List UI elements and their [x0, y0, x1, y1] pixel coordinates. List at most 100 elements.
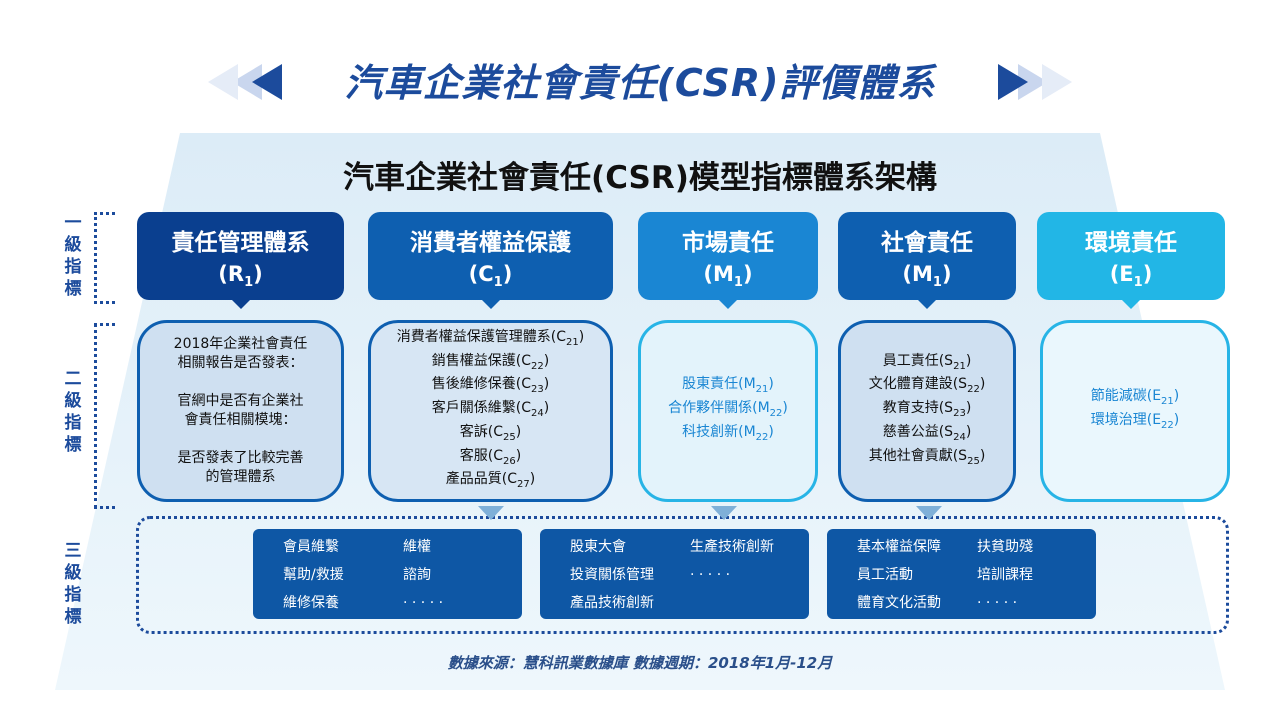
level1-code: (E1)	[1109, 262, 1153, 291]
level3-item: 維權	[403, 539, 431, 555]
level2-item: 售後維修保養(C23)	[431, 376, 550, 396]
level2-item: 是否發表了比較完善	[177, 450, 304, 466]
level2-item-sub: 22	[1161, 419, 1174, 431]
level3-box: 會員維繫維權幫助/救援諮詢維修保養· · · · ·	[253, 529, 522, 619]
level2-box: 消費者權益保護管理體系(C21) 銷售權益保護(C22) 售後維修保養(C23) 客戶…	[368, 320, 613, 502]
level1-code: (M1)	[902, 262, 952, 291]
level2-item: 銷售權益保護(C22)	[431, 352, 550, 372]
pointer-icon	[231, 300, 250, 309]
level3-item: 生產技術創新	[690, 539, 774, 555]
level2-item: 合作夥伴關係(M22)	[668, 400, 788, 419]
level2-box: 2018年企業社會責任相關報告是否發表： 官網中是否有企業社會責任相關模塊： 是否發…	[137, 320, 344, 502]
level2-item-sub: 21	[953, 360, 966, 372]
level1-name: 責任管理體系	[171, 230, 310, 256]
level1-box: 消費者權益保護 (C1)	[368, 212, 613, 309]
level3-item: 會員維繫	[283, 539, 339, 555]
level3-item: · · · · ·	[690, 567, 731, 583]
level2-item: 員工責任(S21)	[882, 352, 972, 372]
level1-code-sub: 1	[733, 275, 743, 291]
right-chevron-icon	[998, 64, 1072, 100]
data-source-footer: 數據來源：慧科訊業數據庫 數據週期：2018年1月-12月	[447, 654, 833, 672]
level-label-char: 三	[64, 541, 82, 561]
level3-item: 扶貧助殘	[977, 539, 1033, 555]
level-label-char: 標	[64, 607, 82, 627]
level2-item: 科技創新(M22)	[682, 423, 774, 443]
level1-name: 市場責任	[682, 230, 774, 256]
level2-item: 客服(C26)	[459, 447, 522, 467]
level1-code-sub: 1	[493, 275, 503, 291]
level2-item: 產品品質(C27)	[445, 471, 536, 491]
level2-item: 2018年企業社會責任	[173, 336, 308, 352]
level1-name: 社會責任	[881, 230, 973, 256]
level2-item-sub: 26	[503, 455, 516, 467]
page-title: 汽車企業社會責任(CSR)評價體系	[344, 61, 936, 105]
level1-bracket	[94, 212, 115, 304]
level1-name: 環境責任	[1085, 230, 1177, 256]
level1-box: 市場責任(M1)	[638, 212, 818, 309]
level3-item: · · · · ·	[977, 595, 1018, 611]
level2-item-sub: 23	[531, 384, 544, 396]
level3-item: 產品技術創新	[570, 595, 654, 611]
level2-item-sub: 21	[566, 336, 579, 348]
level-label-char: 指	[64, 585, 82, 605]
level-label-char: 標	[64, 279, 82, 299]
level3-item: · · · · ·	[403, 595, 444, 611]
level2-item: 客訴(C25)	[459, 423, 522, 443]
level3-item: 基本權益保障	[857, 539, 941, 555]
level2-box: 員工責任(S21)文化體育建設(S22)教育支持(S23)慈善公益(S24)其他…	[838, 320, 1016, 502]
level2-item-sub: 24	[531, 407, 544, 419]
level-label-char: 級	[64, 391, 82, 411]
arrow-down-icon	[478, 506, 504, 520]
level1-box: 社會責任 (M1)	[838, 212, 1016, 309]
level3-item: 員工活動	[857, 567, 913, 583]
level2-item: 相關報告是否發表：	[177, 355, 304, 371]
diagram-subtitle: 汽車企業社會責任(CSR)模型指標體系架構	[343, 160, 937, 196]
level2-item-sub: 22	[755, 431, 769, 443]
level2-item: 客戶關係維繫(C24)	[431, 400, 550, 419]
level3-item: 諮詢	[403, 567, 431, 583]
level3-item: 投資關係管理	[570, 567, 654, 583]
level2-item-sub: 22	[531, 360, 544, 372]
level2-item-sub: 25	[503, 431, 516, 443]
level2-item: 其他社會貢獻(S25)	[868, 447, 986, 467]
level-label-char: 二	[64, 369, 82, 389]
level2-item: 官網中是否有企業社	[177, 393, 304, 409]
pointer-icon	[918, 300, 936, 309]
level-label-char: 指	[64, 257, 82, 277]
level2-bracket	[94, 323, 115, 509]
level-label-char: 級	[64, 563, 82, 583]
level2-item: 教育支持(S23)	[882, 400, 972, 419]
level2-item: 會責任相關模塊：	[184, 412, 297, 428]
level2-item-sub: 27	[517, 479, 530, 491]
level3-item: 股東大會	[570, 539, 626, 555]
level-label-char: 指	[64, 413, 82, 433]
level2-item: 股東責任(M21)	[682, 376, 774, 396]
level1-box: 責任管理體系 (R1)	[137, 212, 344, 309]
pointer-icon	[1122, 300, 1140, 309]
level3-box: 基本權益保障扶貧助殘員工活動培訓課程體育文化活動· · · · ·	[827, 529, 1096, 619]
level1-name: 消費者權益保護	[410, 230, 571, 256]
pointer-icon	[719, 300, 737, 309]
level-label-char: 標	[64, 435, 82, 455]
level1-label: 一級指標	[60, 212, 86, 300]
level2-item: 消費者權益保護管理體系(C21)	[396, 328, 585, 348]
level3-label: 三級指標	[60, 540, 86, 628]
level1-code: (C1)	[468, 262, 513, 291]
arrow-down-icon	[711, 506, 737, 520]
level2-item: 的管理體系	[205, 469, 276, 485]
level2-item-sub: 21	[1161, 396, 1174, 407]
level3-frame	[136, 516, 1229, 634]
level2-item: 節能減碳(E21)	[1090, 388, 1180, 407]
level-label-char: 級	[64, 235, 82, 255]
level2-item: 慈善公益(S24)	[882, 423, 972, 443]
level2-box: 股東責任(M21) 合作夥伴關係(M22) 科技創新(M22)	[638, 320, 818, 502]
level1-code: (R1)	[218, 262, 263, 291]
left-chevron-icon	[208, 64, 282, 100]
level3-box: 股東大會 生產技術創新投資關係管理 · · · · · 產品技術創新	[540, 529, 809, 619]
level2-box: 節能減碳(E21)環境治理(E22)	[1040, 320, 1230, 502]
level3-item: 維修保養	[283, 595, 339, 611]
level2-item-sub: 25	[967, 455, 980, 467]
level-label-char: 一	[64, 213, 82, 233]
level2-item-sub: 23	[953, 407, 966, 419]
level2-item-sub: 21	[755, 384, 769, 396]
